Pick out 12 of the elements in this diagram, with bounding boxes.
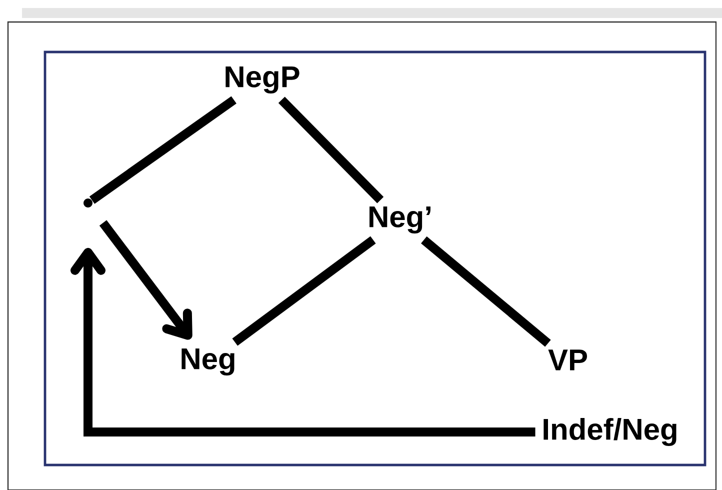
tree-label: Neg (182, 348, 234, 376)
tree-branch (89, 96, 236, 204)
tree-branch (421, 236, 551, 347)
tree-node (84, 198, 92, 208)
tree-label: Indef/Neg (544, 418, 676, 446)
tree-label: Neg’ (370, 206, 430, 234)
arrow (70, 248, 536, 436)
tree-branch (232, 236, 376, 346)
tree-label: NegP (226, 66, 300, 94)
tree-label: VP (548, 350, 587, 370)
tree-branch (278, 96, 384, 204)
arrow (99, 220, 192, 340)
